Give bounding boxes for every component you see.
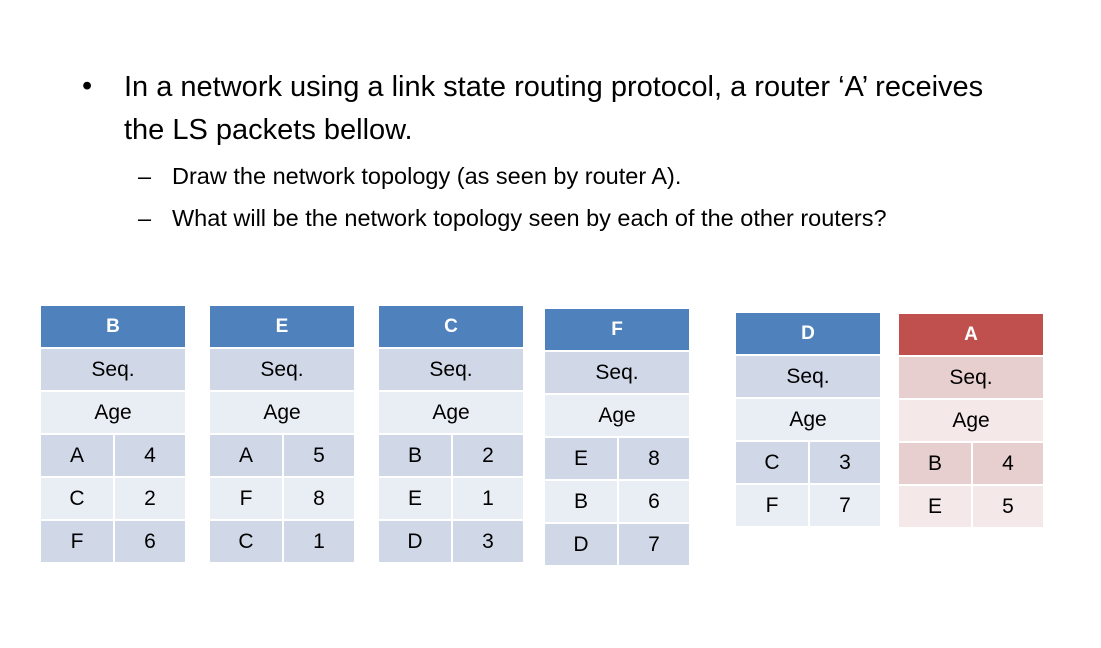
seq-row: Seq.: [210, 349, 354, 390]
packet-header-row: F: [545, 309, 689, 350]
age-row: Age: [736, 399, 880, 440]
age-row: Age: [379, 392, 523, 433]
age-row: Age: [210, 392, 354, 433]
neighbor: E: [899, 486, 971, 527]
neighbor: B: [899, 443, 971, 484]
router-name: C: [379, 306, 523, 347]
neighbor: A: [41, 435, 113, 476]
age-label: Age: [210, 392, 354, 433]
router-name: F: [545, 309, 689, 350]
link-cost: 1: [284, 521, 354, 562]
neighbor: F: [210, 478, 282, 519]
neighbor: E: [545, 438, 617, 479]
seq-label: Seq.: [545, 352, 689, 393]
subbullet-text: What will be the network topology seen b…: [172, 205, 887, 231]
dash-icon: –: [138, 163, 152, 189]
neighbor: B: [379, 435, 451, 476]
age-label: Age: [899, 400, 1043, 441]
dash-icon: –: [138, 205, 152, 231]
neighbor: C: [736, 442, 808, 483]
neighbor: F: [736, 485, 808, 526]
neighbor: C: [210, 521, 282, 562]
link-cost: 8: [284, 478, 354, 519]
neighbor: F: [41, 521, 113, 562]
bullet-symbol: •: [82, 70, 93, 102]
link-cost: 3: [453, 521, 523, 562]
link-cost: 4: [973, 443, 1043, 484]
age-row: Age: [545, 395, 689, 436]
subbullet-text: Draw the network topology (as seen by ro…: [172, 163, 682, 189]
router-name: D: [736, 313, 880, 354]
seq-row: Seq.: [545, 352, 689, 393]
link-cost: 3: [810, 442, 880, 483]
link-cost: 6: [619, 481, 689, 522]
neighbor: D: [545, 524, 617, 565]
bullet-text: In a network using a link state routing …: [124, 71, 984, 146]
age-label: Age: [736, 399, 880, 440]
neighbor: D: [379, 521, 451, 562]
age-label: Age: [41, 392, 185, 433]
link-cost: 5: [284, 435, 354, 476]
router-name: E: [210, 306, 354, 347]
age-label: Age: [379, 392, 523, 433]
seq-label: Seq.: [379, 349, 523, 390]
packet-header-row: D: [736, 313, 880, 354]
link-cost: 2: [453, 435, 523, 476]
packet-header-row: C: [379, 306, 523, 347]
link-cost: 2: [115, 478, 185, 519]
seq-row: Seq.: [736, 356, 880, 397]
link-cost: 1: [453, 478, 523, 519]
router-name: B: [41, 306, 185, 347]
link-cost: 4: [115, 435, 185, 476]
neighbor: C: [41, 478, 113, 519]
neighbor: A: [210, 435, 282, 476]
link-cost: 6: [115, 521, 185, 562]
link-cost: 8: [619, 438, 689, 479]
seq-label: Seq.: [210, 349, 354, 390]
seq-row: Seq.: [899, 357, 1043, 398]
seq-label: Seq.: [899, 357, 1043, 398]
router-name: A: [899, 314, 1043, 355]
neighbor: E: [379, 478, 451, 519]
age-row: Age: [41, 392, 185, 433]
seq-row: Seq.: [41, 349, 185, 390]
packet-header-row: E: [210, 306, 354, 347]
packet-header-row: A: [899, 314, 1043, 355]
link-cost: 7: [810, 485, 880, 526]
seq-label: Seq.: [41, 349, 185, 390]
link-cost: 7: [619, 524, 689, 565]
age-label: Age: [545, 395, 689, 436]
link-cost: 5: [973, 486, 1043, 527]
seq-label: Seq.: [736, 356, 880, 397]
packet-header-row: B: [41, 306, 185, 347]
neighbor: B: [545, 481, 617, 522]
age-row: Age: [899, 400, 1043, 441]
seq-row: Seq.: [379, 349, 523, 390]
